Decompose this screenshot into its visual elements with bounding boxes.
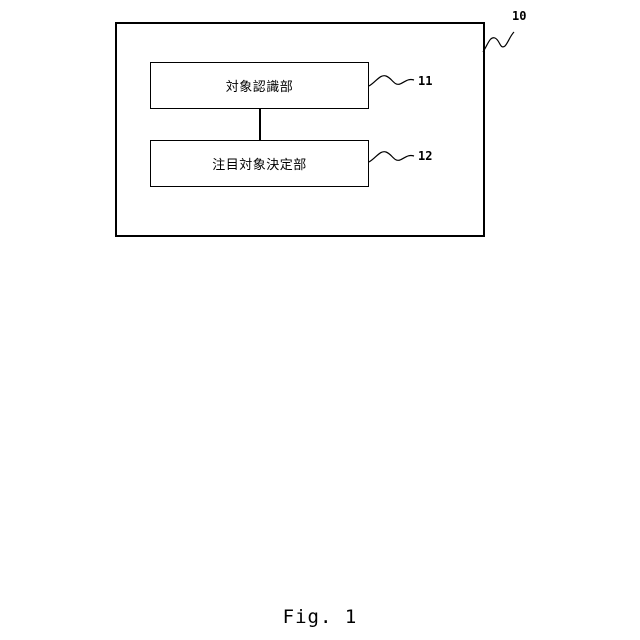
attention-target-decision-unit-label: 注目対象決定部 xyxy=(212,154,307,173)
attention-target-decision-unit: 注目対象決定部 xyxy=(150,140,369,187)
reference-numeral-10: 10 xyxy=(512,10,526,22)
reference-numeral-12: 12 xyxy=(418,150,432,162)
reference-numeral-11: 11 xyxy=(418,75,432,87)
object-recognition-unit: 対象認識部 xyxy=(150,62,369,109)
leader-line-10 xyxy=(483,32,514,52)
unit-connector-line xyxy=(259,108,261,140)
object-recognition-unit-label: 対象認識部 xyxy=(226,76,294,95)
figure-caption: Fig. 1 xyxy=(0,606,640,628)
device-block xyxy=(115,22,485,237)
